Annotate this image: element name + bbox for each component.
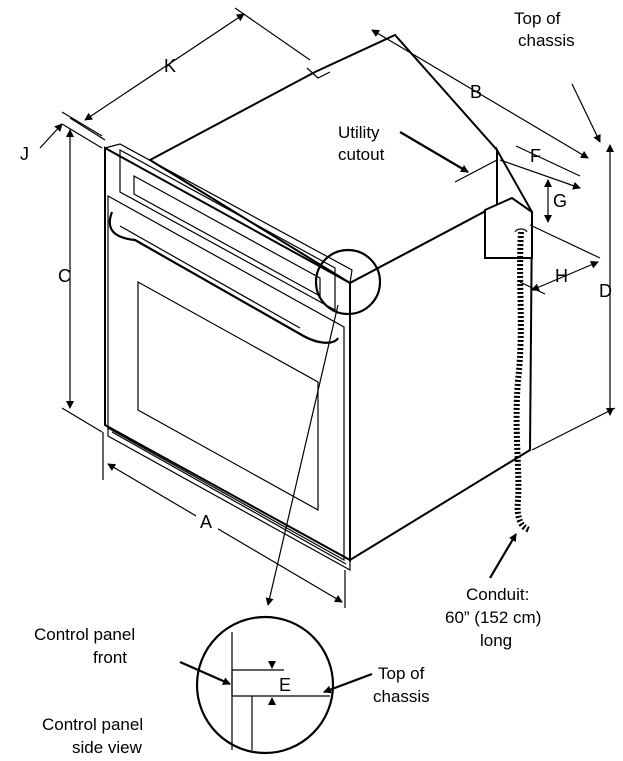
detail-top-of-chassis-line2: chassis bbox=[373, 687, 430, 706]
detail-view: E Control panel front Control panel side… bbox=[34, 615, 430, 757]
label-c: C bbox=[58, 266, 71, 286]
dimension-a: A bbox=[102, 432, 346, 608]
top-of-chassis-line1: Top of bbox=[514, 9, 561, 28]
dimension-d: D bbox=[531, 144, 616, 451]
dimension-k: K bbox=[69, 7, 311, 141]
utility-cutout-line2: cutout bbox=[338, 145, 385, 164]
control-panel-front-line2: front bbox=[93, 648, 127, 667]
panel-outline bbox=[232, 695, 253, 750]
detail-marker-circle bbox=[314, 248, 382, 316]
dimension-c: C bbox=[58, 129, 103, 433]
dimension-g: G bbox=[529, 179, 601, 259]
dimension-h: H bbox=[519, 261, 599, 295]
control-panel-top-edge bbox=[104, 143, 353, 284]
conduit-line3: long bbox=[480, 631, 512, 650]
detail-top-of-chassis-arrow bbox=[323, 672, 373, 694]
control-panel-front-arrow bbox=[179, 660, 231, 686]
label-b: B bbox=[470, 82, 482, 102]
conduit-fitting bbox=[514, 228, 528, 233]
control-panel-front bbox=[119, 148, 336, 312]
dimension-b: B bbox=[371, 29, 589, 159]
oven-body bbox=[104, 33, 534, 572]
conduit bbox=[513, 231, 531, 533]
callout-conduit: Conduit: 60” (152 cm) long bbox=[445, 533, 541, 650]
top-notch bbox=[306, 67, 331, 79]
oven-door bbox=[107, 194, 345, 562]
conduit-line1: Conduit: bbox=[466, 585, 529, 604]
label-g: G bbox=[553, 191, 567, 211]
label-d: D bbox=[599, 281, 612, 301]
label-a: A bbox=[200, 512, 212, 532]
control-panel-side-line2: side view bbox=[72, 738, 143, 757]
utility-cutout-edge bbox=[454, 159, 498, 205]
label-j: J bbox=[20, 144, 29, 164]
callout-top-of-chassis: Top of chassis bbox=[514, 9, 601, 143]
control-panel-side-line1: Control panel bbox=[42, 715, 143, 734]
dimension-f: F bbox=[499, 145, 581, 190]
utility-cutout-line1: Utility bbox=[338, 123, 380, 142]
utility-box bbox=[484, 196, 533, 259]
detail-top-of-chassis-line1: Top of bbox=[378, 664, 425, 683]
door-handle-inner bbox=[119, 225, 301, 329]
callout-utility-cutout: Utility cutout bbox=[338, 123, 469, 173]
label-h: H bbox=[555, 266, 568, 286]
control-panel-front-line1: Control panel bbox=[34, 625, 135, 644]
label-e: E bbox=[279, 675, 291, 695]
door-handle bbox=[108, 211, 339, 344]
top-of-chassis-line2: chassis bbox=[518, 31, 575, 50]
detail-circle bbox=[195, 615, 335, 755]
conduit-line2: 60” (152 cm) bbox=[445, 608, 541, 627]
label-f: F bbox=[530, 146, 541, 166]
label-k: K bbox=[164, 56, 176, 76]
dimension-j: J bbox=[20, 111, 103, 164]
